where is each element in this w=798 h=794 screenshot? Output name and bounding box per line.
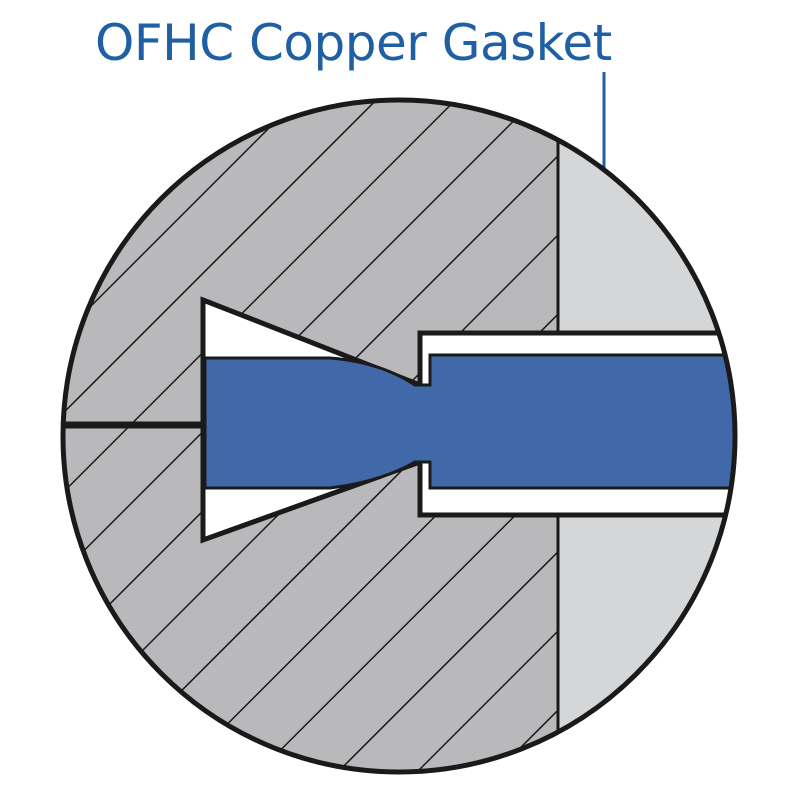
detail-circle-outline [60, 97, 738, 775]
callout-label: OFHC Copper Gasket [95, 14, 612, 72]
gasket [203, 353, 735, 490]
